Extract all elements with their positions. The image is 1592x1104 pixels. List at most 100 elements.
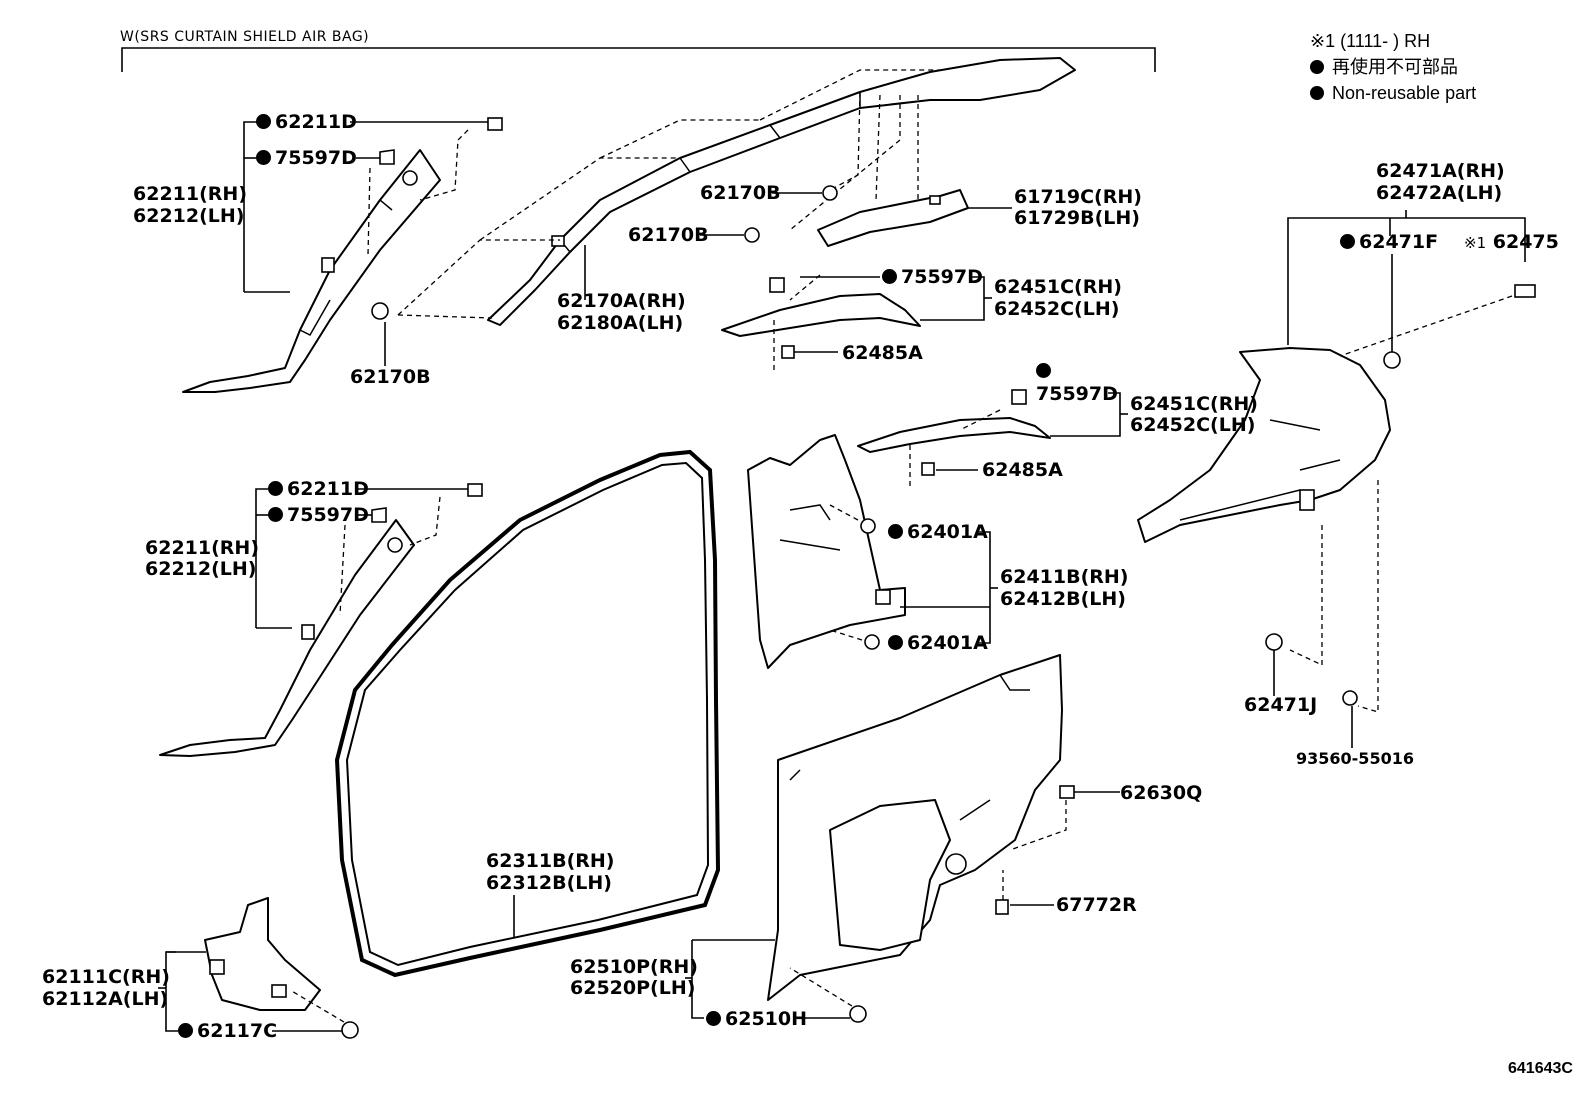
label-62111C-rh: 62111C(RH) xyxy=(42,966,170,988)
clip-62170B-a-icon xyxy=(822,185,838,201)
non-reusable-dot-icon xyxy=(1036,363,1051,378)
non-reusable-dot-icon xyxy=(1340,234,1355,249)
label-61719C-rh: 61719C(RH) xyxy=(1014,186,1142,208)
clip-62630Q-icon xyxy=(1059,785,1075,799)
label-67772R: 67772R xyxy=(1056,894,1137,916)
center-pillar-upper-trim-1 xyxy=(721,277,921,337)
grommet-75597D-lower-icon xyxy=(371,507,387,523)
non-reusable-dot-icon xyxy=(256,150,271,165)
label-62510P-rh: 62510P(RH) xyxy=(570,956,698,978)
label-62170B-b: 62170B xyxy=(628,224,709,246)
clip-67772R-icon xyxy=(995,899,1009,915)
grommet-75597D-upper-icon xyxy=(379,149,395,165)
legend-note1: ※1 (1111- ) RH xyxy=(1310,31,1431,51)
clip-62117C-icon xyxy=(341,1021,359,1039)
label-62451C-rh-1: 62451C(RH) xyxy=(994,276,1122,298)
label-62311B-rh: 62311B(RH) xyxy=(486,850,615,872)
label-62211-rh-lower: 62211(RH) xyxy=(145,537,259,559)
label-62170B-c: 62170B xyxy=(350,366,431,388)
label-62170B-a: 62170B xyxy=(700,182,781,204)
non-reusable-dot-icon xyxy=(888,635,903,650)
cowl-side-trim xyxy=(204,897,321,1011)
clip-62510H-icon xyxy=(849,1005,867,1023)
roof-side-rail xyxy=(487,57,1076,326)
label-62451C-rh-2: 62451C(RH) xyxy=(1130,393,1258,415)
clip-62401A-bottom-icon xyxy=(864,634,880,650)
label-62170A-rh: 62170A(RH) xyxy=(557,290,686,312)
assist-grip-bracket xyxy=(817,189,969,247)
label-62452C-lh-2: 62452C(LH) xyxy=(1130,414,1256,436)
srs-label: W(SRS CURTAIN SHIELD AIR BAG) xyxy=(120,29,370,45)
non-reusable-dot-icon xyxy=(1310,86,1324,100)
label-62452C-lh-1: 62452C(LH) xyxy=(994,298,1120,320)
clip-62485A-2-icon xyxy=(921,462,935,476)
label-62312B-lh: 62312B(LH) xyxy=(486,872,612,894)
label-62412B-lh: 62412B(LH) xyxy=(1000,588,1126,610)
non-reusable-dot-icon xyxy=(178,1023,193,1038)
a-pillar-lower-trim xyxy=(159,519,415,757)
label-93560-55016: 93560-55016 xyxy=(1296,749,1414,768)
label-75597D-center1: 75597D xyxy=(882,266,983,288)
non-reusable-dot-icon xyxy=(1310,60,1324,74)
label-62401A-bottom: 62401A xyxy=(888,632,988,654)
label-75597D-center2: 75597D xyxy=(1036,383,1118,405)
legend-jp: 再使用不可部品 xyxy=(1332,57,1458,77)
a-pillar-upper-trim xyxy=(182,149,441,393)
clip-62211D-lower-icon xyxy=(467,483,483,497)
label-62180A-lh: 62180A(LH) xyxy=(557,312,684,334)
clip-62401A-top-icon xyxy=(860,518,876,534)
label-62211D-upper: 62211D xyxy=(256,111,357,133)
label-62485A-1: 62485A xyxy=(842,342,923,364)
clip-62485A-1-icon xyxy=(781,345,795,359)
label-62475: ※1 62475 xyxy=(1464,231,1559,253)
clip-62170B-c-icon xyxy=(371,302,389,320)
non-reusable-dot-icon xyxy=(882,269,897,284)
label-62520P-lh: 62520P(LH) xyxy=(570,977,696,999)
clip-62471F-icon xyxy=(1383,351,1401,369)
figure-code: 641643C xyxy=(1508,1060,1573,1077)
label-62485A-2: 62485A xyxy=(982,459,1063,481)
center-pillar-lower-trim xyxy=(747,434,906,669)
label-62411B-rh: 62411B(RH) xyxy=(1000,566,1129,588)
non-reusable-dot-icon xyxy=(268,481,283,496)
label-62117C: 62117C xyxy=(178,1020,277,1042)
label-62401A-top: 62401A xyxy=(888,521,988,543)
legend-en-row: Non-reusable part xyxy=(1310,80,1476,106)
center-pillar-upper-trim-2 xyxy=(857,389,1051,453)
clip-62471J-icon xyxy=(1265,633,1283,651)
bracket-a-upper xyxy=(243,121,260,292)
legend: ※1 (1111- ) RH 再使用不可部品 Non-reusable part xyxy=(1310,28,1476,106)
label-62471F: 62471F xyxy=(1340,231,1438,253)
label-62471J: 62471J xyxy=(1244,694,1318,716)
rear-quarter-trim xyxy=(767,654,1063,1001)
quarter-pillar-trim xyxy=(1137,347,1391,543)
label-62471A-rh: 62471A(RH) xyxy=(1376,160,1505,182)
label-62212-lh-lower: 62212(LH) xyxy=(145,558,257,580)
clip-62211D-upper-icon xyxy=(487,117,503,131)
label-62211-rh-upper: 62211(RH) xyxy=(133,183,247,205)
non-reusable-dot-icon xyxy=(256,114,271,129)
clip-62170B-b-icon xyxy=(744,227,760,243)
non-reusable-dot-icon xyxy=(706,1011,721,1026)
label-62630Q: 62630Q xyxy=(1120,782,1203,804)
non-reusable-dot-icon xyxy=(888,524,903,539)
label-62112A-lh: 62112A(LH) xyxy=(42,988,169,1010)
label-75597D-lower: 75597D xyxy=(268,504,369,526)
label-dot-center2 xyxy=(1036,360,1055,382)
srs-bracket-line xyxy=(121,47,1156,72)
door-weatherstrip xyxy=(334,449,721,978)
bracket-a-lower xyxy=(255,488,272,628)
part-62475-icon xyxy=(1514,284,1536,298)
non-reusable-dot-icon xyxy=(268,507,283,522)
legend-en: Non-reusable part xyxy=(1332,83,1477,103)
label-61729B-lh: 61729B(LH) xyxy=(1014,207,1140,229)
label-62212-lh-upper: 62212(LH) xyxy=(133,205,245,227)
label-62510H: 62510H xyxy=(706,1008,807,1030)
label-62211D-lower: 62211D xyxy=(268,478,369,500)
label-75597D-upper: 75597D xyxy=(256,147,357,169)
label-62472A-lh: 62472A(LH) xyxy=(1376,182,1503,204)
legend-jp-row: 再使用不可部品 xyxy=(1310,54,1476,80)
screw-93560-icon xyxy=(1342,690,1358,706)
